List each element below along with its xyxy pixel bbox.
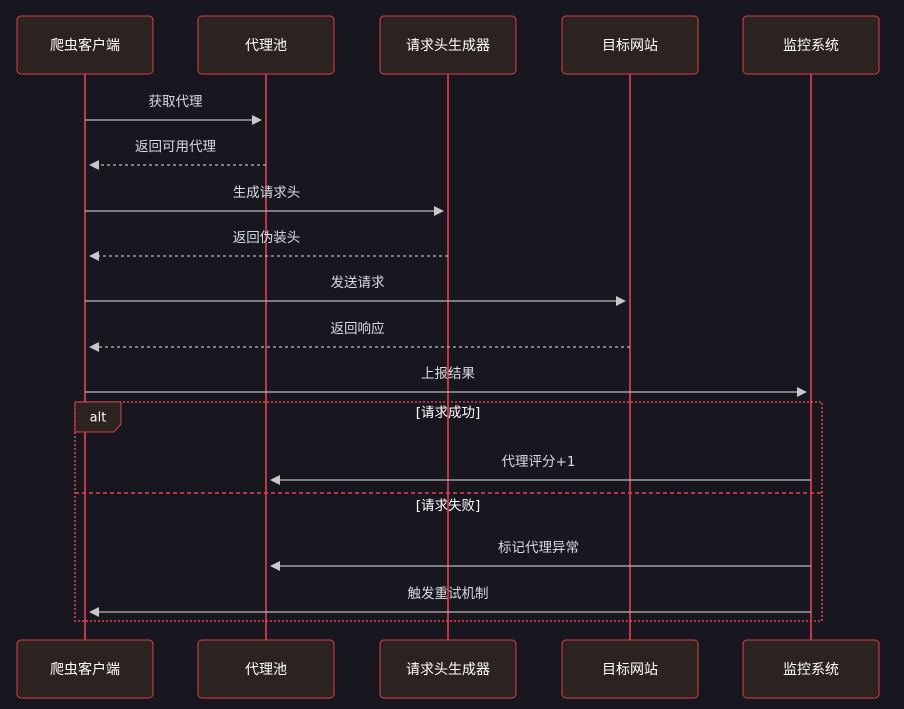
participant-bottom[interactable]: 请求头生成器 — [379, 639, 517, 699]
arrowhead-icon — [89, 342, 99, 352]
participant-top[interactable]: 目标网站 — [561, 15, 699, 75]
message-label: 代理评分+1 — [502, 454, 576, 470]
arrowhead-icon — [89, 251, 99, 261]
arrowhead-icon — [270, 561, 280, 571]
participant-label: 目标网站 — [602, 38, 658, 54]
participant-box[interactable] — [197, 639, 335, 699]
participant-label: 爬虫客户端 — [50, 661, 120, 678]
participant-bottom[interactable]: 爬虫客户端 — [16, 639, 154, 699]
alt-frame: alt [请求成功] [请求失败] — [74, 401, 823, 622]
participant-bottom[interactable]: 目标网站 — [561, 639, 699, 699]
participant-label: 代理池 — [245, 38, 287, 54]
participant-top[interactable]: 请求头生成器 — [379, 15, 517, 75]
participant-box[interactable] — [379, 15, 517, 75]
participant-box[interactable] — [561, 639, 699, 699]
alt-label-box — [74, 401, 122, 433]
participant-bottom[interactable]: 代理池 — [197, 639, 335, 699]
message-label: 获取代理 — [149, 94, 203, 110]
message: 触发重试机制 — [89, 586, 811, 617]
arrowhead-icon — [89, 160, 99, 170]
message-label: 返回可用代理 — [135, 139, 216, 155]
participant-label: 爬虫客户端 — [50, 37, 120, 54]
participant-label: 请求头生成器 — [406, 38, 490, 54]
arrowhead-icon — [252, 115, 262, 125]
message: 生成请求头 — [85, 185, 444, 216]
participant-box[interactable] — [742, 639, 880, 699]
participant-box[interactable] — [742, 15, 880, 75]
participant-bottom[interactable]: 监控系统 — [742, 639, 880, 699]
message-label: 触发重试机制 — [408, 586, 489, 602]
participant-box[interactable] — [16, 639, 154, 699]
participant-label: 代理池 — [245, 662, 287, 678]
alt-condition-success: [请求成功] — [416, 405, 481, 421]
participant-label: 请求头生成器 — [406, 662, 490, 678]
message: 标记代理异常 — [270, 540, 811, 571]
message: 返回响应 — [89, 320, 630, 352]
alt-condition-failure: [请求失败] — [416, 498, 481, 514]
participant-top[interactable]: 监控系统 — [742, 15, 880, 75]
message-label: 上报结果 — [421, 366, 475, 382]
participant-label: 目标网站 — [602, 662, 658, 678]
participant-top[interactable]: 代理池 — [197, 15, 335, 75]
participant-top[interactable]: 爬虫客户端 — [16, 15, 154, 75]
message-label: 返回响应 — [331, 320, 385, 337]
message-label: 生成请求头 — [233, 185, 301, 201]
message-label: 发送请求 — [331, 275, 385, 291]
arrowhead-icon — [616, 296, 626, 306]
arrowhead-icon — [89, 607, 99, 617]
message: 返回可用代理 — [89, 139, 266, 170]
participant-label: 监控系统 — [783, 662, 839, 678]
participant-box[interactable] — [561, 15, 699, 75]
message: 发送请求 — [85, 275, 626, 306]
message: 代理评分+1 — [270, 454, 811, 485]
message: 返回伪装头 — [89, 230, 448, 261]
alt-label: alt — [90, 411, 107, 426]
arrowhead-icon — [797, 387, 807, 397]
message-label: 返回伪装头 — [233, 230, 301, 246]
participant-label: 监控系统 — [783, 38, 839, 54]
message-label: 标记代理异常 — [498, 540, 579, 556]
arrowhead-icon — [270, 475, 280, 485]
arrowhead-icon — [434, 206, 444, 216]
participant-box[interactable] — [379, 639, 517, 699]
alt-frame-border — [74, 401, 823, 622]
participant-box[interactable] — [16, 15, 154, 75]
participant-box[interactable] — [197, 15, 335, 75]
message: 上报结果 — [85, 366, 807, 397]
message: 获取代理 — [85, 94, 262, 125]
